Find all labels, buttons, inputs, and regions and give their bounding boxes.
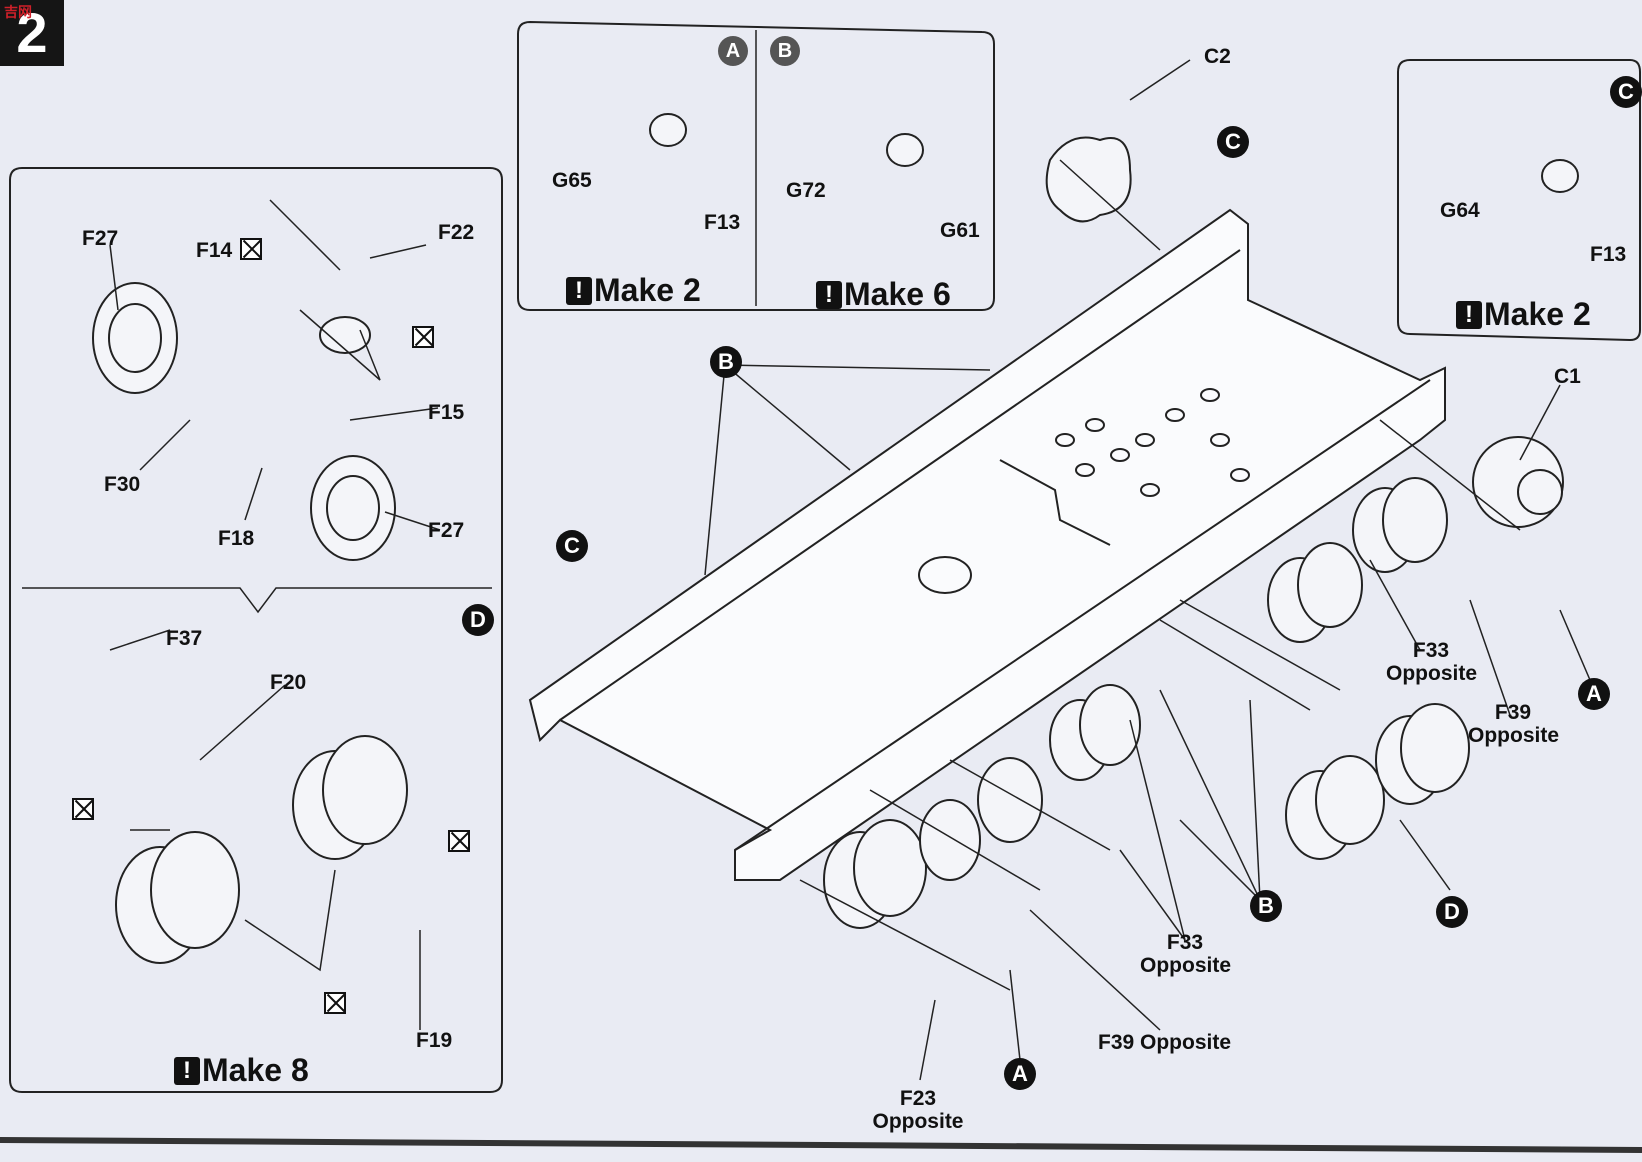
make-quantity-left: !Make 8 — [174, 1052, 309, 1089]
cut-part-icon — [72, 798, 94, 820]
cut-part-icon — [324, 992, 346, 1014]
make-quantity-b: !Make 6 — [816, 276, 951, 313]
label-g72: G72 — [786, 179, 826, 202]
make-label: Make 8 — [202, 1052, 309, 1088]
make-label: Make 6 — [844, 276, 951, 312]
make-label: Make 2 — [1484, 296, 1591, 332]
label-f33-mid: F33 Opposite — [1140, 931, 1232, 977]
label-f22: F22 — [438, 221, 475, 244]
callout-a: A — [718, 36, 748, 66]
make-quantity-a: !Make 2 — [566, 272, 701, 309]
label-f27-bottom: F27 — [428, 519, 465, 542]
label-f20: F20 — [270, 671, 307, 694]
cut-part-icon — [412, 326, 434, 348]
label-f33-right: F33 Opposite — [1386, 639, 1478, 685]
hull-drawing — [528, 208, 1446, 881]
exclamation-icon: ! — [566, 276, 592, 305]
callout-a-bottom: A — [1004, 1058, 1036, 1090]
callout-d-right: D — [1436, 896, 1468, 928]
label-f39-right: F39 Opposite — [1468, 701, 1560, 747]
callout-b-top: B — [710, 346, 742, 378]
make-quantity-c: !Make 2 — [1456, 296, 1591, 333]
label-g64: G64 — [1440, 199, 1480, 222]
callout-b-bottom: B — [1250, 890, 1282, 922]
label-f23: F23 Opposite — [872, 1087, 964, 1133]
label-g65: G65 — [552, 169, 592, 192]
label-f13-c: F13 — [1590, 243, 1627, 266]
label-c1: C1 — [1554, 365, 1581, 388]
exclamation-icon: ! — [816, 280, 842, 309]
label-f18: F18 — [218, 527, 255, 550]
callout-d-left: D — [462, 604, 494, 636]
left-panel-frame — [9, 167, 503, 1093]
exclamation-icon: ! — [174, 1056, 200, 1085]
label-f27-top: F27 — [82, 227, 119, 250]
callout-c-top: C — [1217, 126, 1249, 158]
callout-a-right: A — [1578, 678, 1610, 710]
panel-ab-frame — [517, 20, 995, 311]
label-f15: F15 — [428, 401, 465, 424]
label-f14: F14 — [196, 239, 233, 262]
panel-c-frame — [1397, 59, 1641, 342]
label-g61: G61 — [940, 219, 980, 242]
label-f39-bottom: F39 Opposite — [1098, 1031, 1232, 1054]
watermark-logo: 吉网 — [4, 4, 32, 20]
label-f19: F19 — [416, 1029, 453, 1052]
callout-b: B — [770, 36, 800, 66]
left-panel-divider — [22, 587, 492, 614]
cut-part-icon — [448, 830, 470, 852]
label-c2: C2 — [1204, 45, 1231, 68]
label-f37: F37 — [166, 627, 203, 650]
wheel-assemblies — [92, 113, 1579, 964]
step-number: 2 — [0, 0, 64, 66]
make-label: Make 2 — [594, 272, 701, 308]
label-f30: F30 — [104, 473, 141, 496]
exclamation-icon: ! — [1456, 300, 1482, 329]
label-f13-a: F13 — [704, 211, 741, 234]
callout-c-panel: C — [1610, 76, 1642, 108]
callout-c-left: C — [556, 530, 588, 562]
cut-part-icon — [240, 238, 262, 260]
